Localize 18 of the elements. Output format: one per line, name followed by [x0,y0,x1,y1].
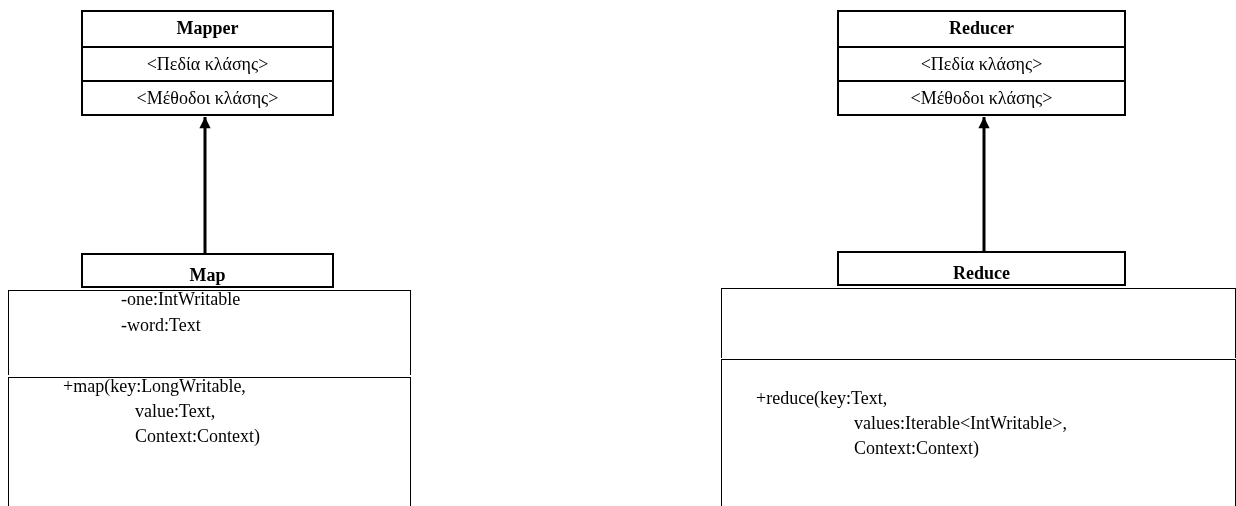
method-signature: +map(key:LongWritable, value:Text, Context:Context) [63,375,260,448]
class-name-compartment: Mapper [175,17,240,40]
class-name: Map [189,265,226,285]
attribute-text: -word:Text [121,314,201,337]
attribute-text: -one:IntWritable [121,288,241,311]
methods-compartment: <Μέθοδοι κλάσης> [839,80,1124,114]
methods-box [8,377,411,506]
method-signature: +reduce(key:Text, values:Iterable<IntWritable>, Context:Context) [756,387,1067,460]
methods-compartment: <Μέθοδοι κλάσης> [83,80,332,114]
attributes-box [721,288,1236,358]
fields-compartment: <Πεδία κλάσης> [83,46,332,80]
methods-box [721,359,1236,506]
class-name: Reduce [953,263,1010,283]
class-name-box [81,253,334,288]
attributes-box [8,290,411,375]
fields-compartment: <Πεδία κλάσης> [839,46,1124,80]
class-name-compartment: Reducer [948,17,1015,40]
class-name-box [837,251,1126,286]
